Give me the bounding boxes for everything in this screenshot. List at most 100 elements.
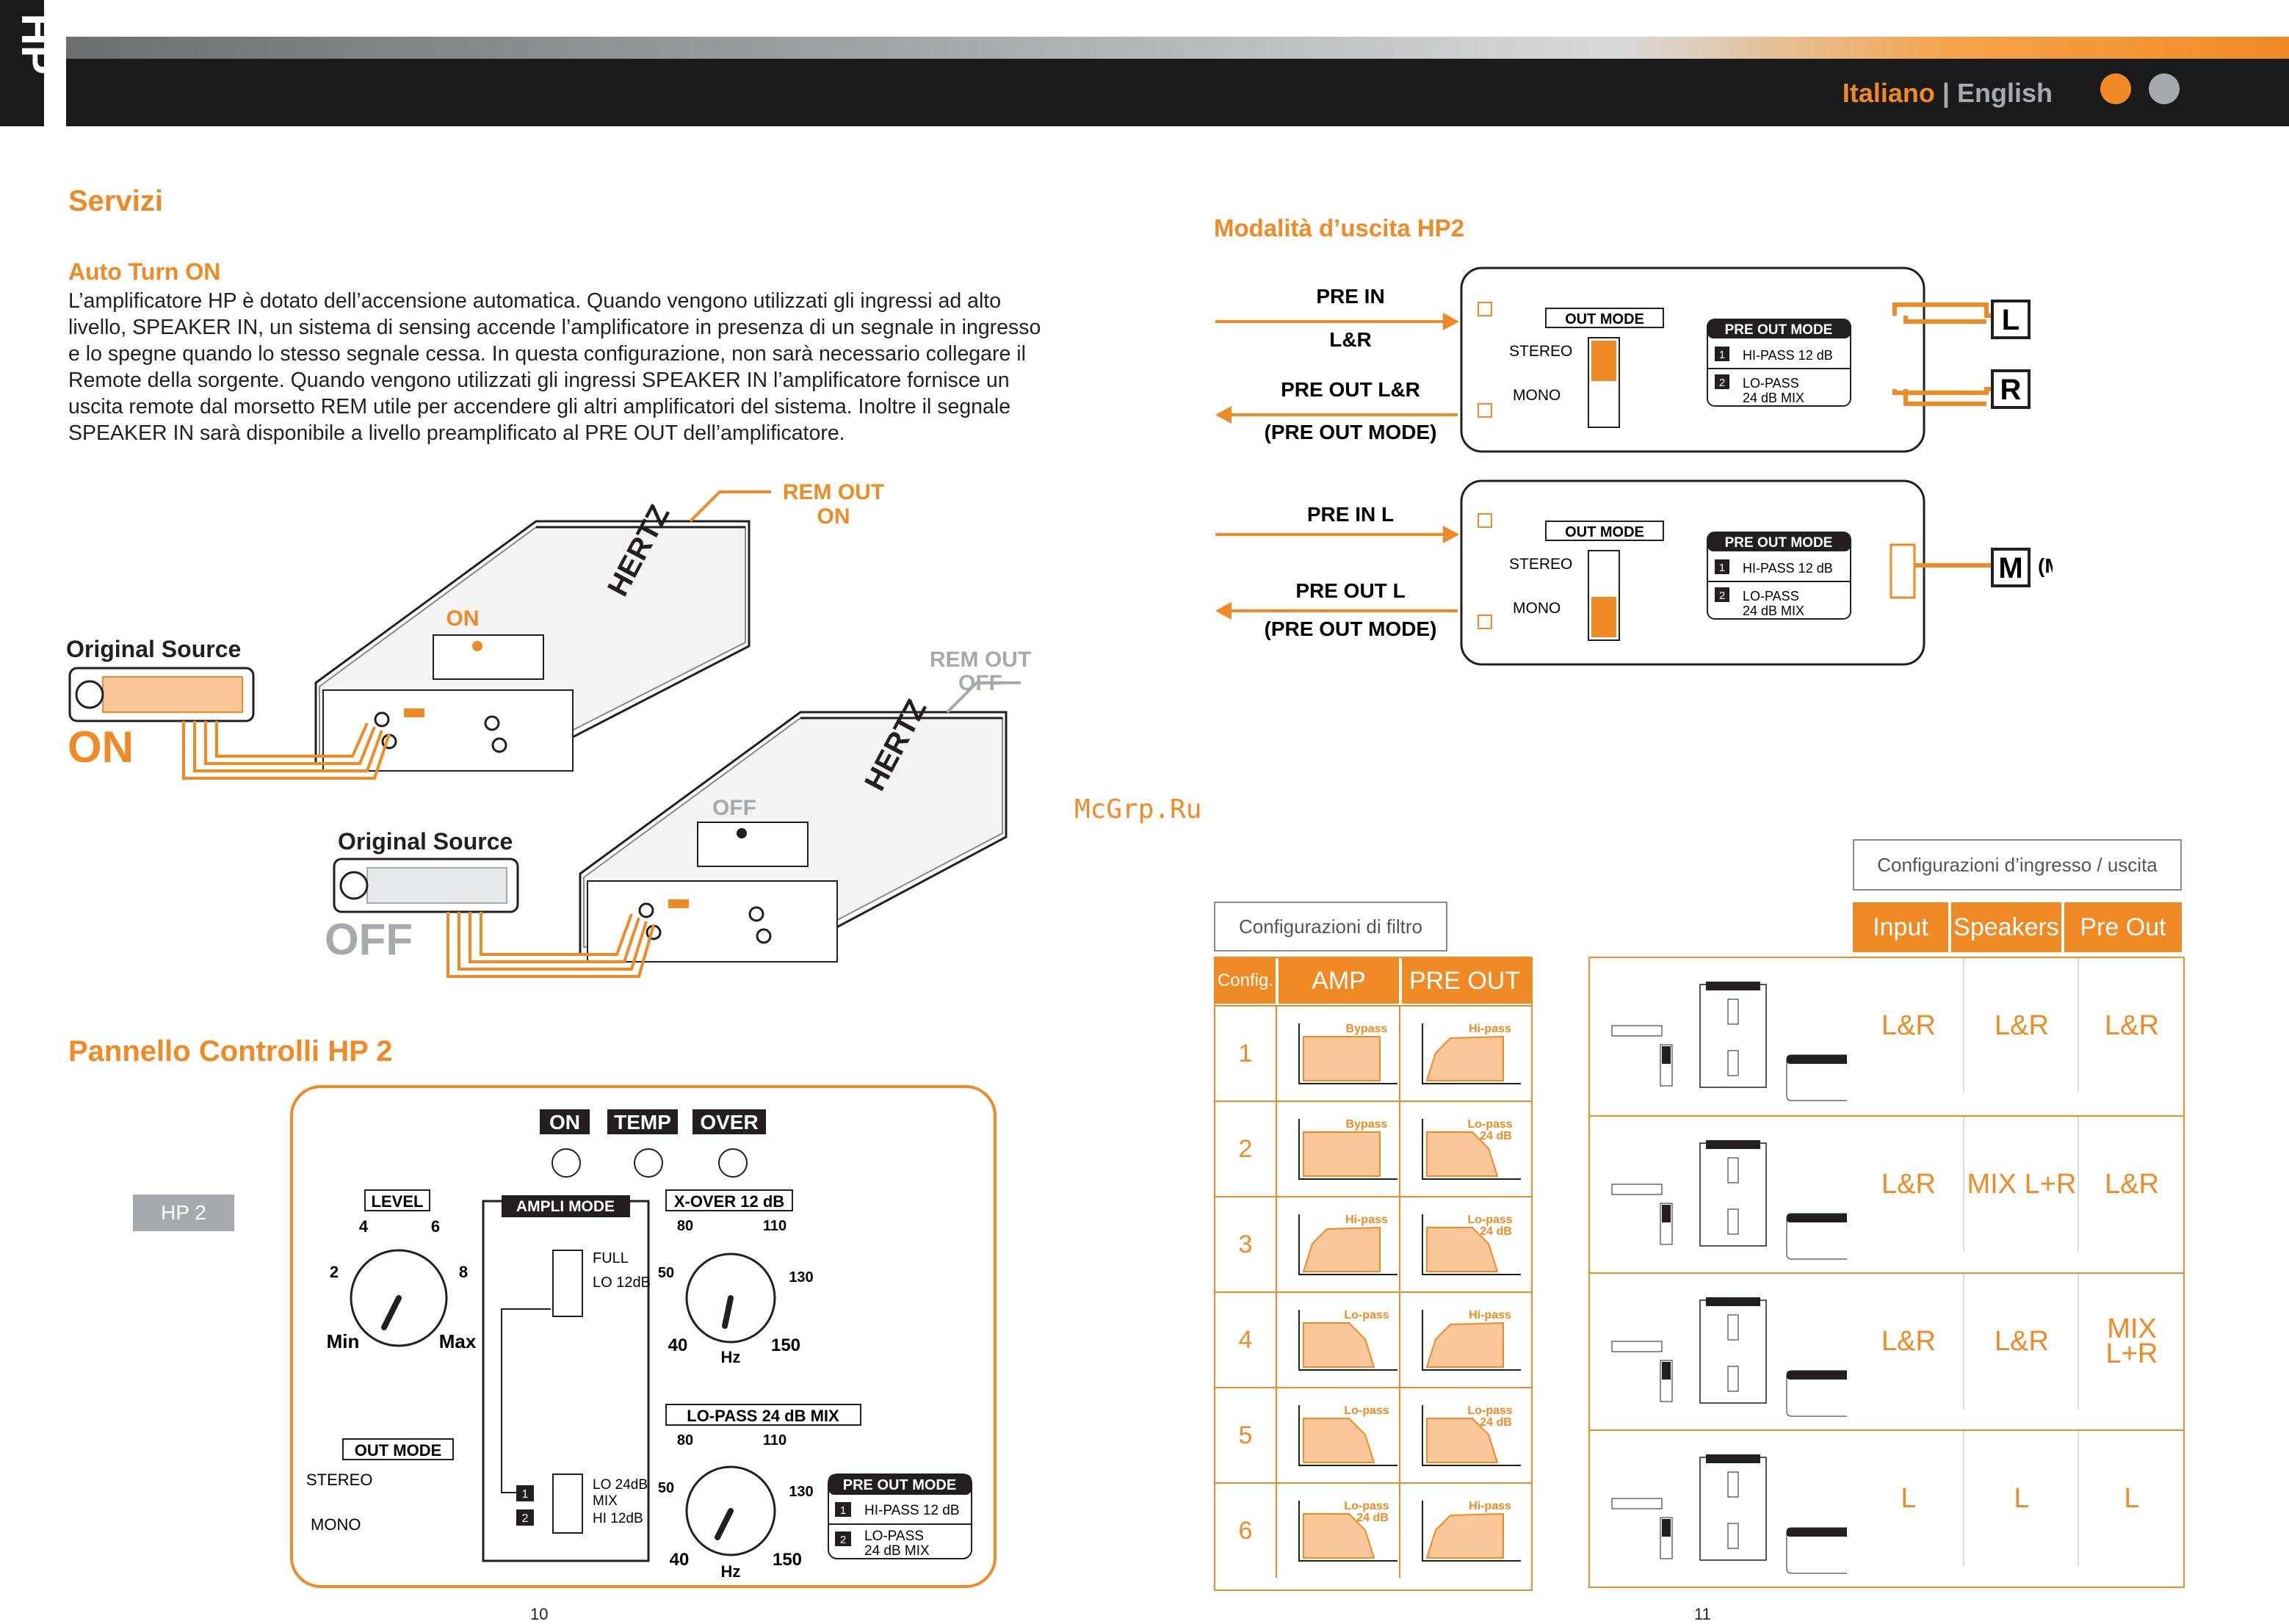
lang-dot-inactive-icon[interactable]	[2149, 73, 2180, 104]
rem-on-leader	[689, 490, 771, 523]
rem-off-leader	[946, 681, 1021, 714]
svg-text:(Mono): (Mono)	[2038, 554, 2053, 577]
filter-type-label: Lo-pass	[1467, 1118, 1512, 1131]
svg-text:STEREO: STEREO	[1509, 343, 1572, 360]
filter-slope-label: 24 dB	[1480, 1416, 1512, 1429]
filter-type-label: Lo-pass	[1344, 1309, 1389, 1322]
svg-text:24 dB MIX: 24 dB MIX	[864, 1543, 930, 1559]
filter-type-label: Hi-pass	[1469, 1023, 1511, 1035]
svg-text:150: 150	[771, 1335, 800, 1355]
output-mode-diagrams: PRE IN L&R PRE OUT L&R (PRE OUT MODE) OU…	[1215, 267, 2053, 666]
svg-text:PRE OUT MODE: PRE OUT MODE	[1725, 535, 1833, 551]
filter-type-label: Hi-pass	[1469, 1500, 1511, 1512]
lo-pass-response-icon: Lo-pass	[1298, 1404, 1397, 1466]
svg-text:1: 1	[1719, 562, 1725, 574]
lang-english[interactable]: English	[1956, 78, 2053, 108]
io-config-label: Configurazioni d’ingresso / uscita	[1853, 839, 2182, 891]
svg-text:110: 110	[763, 1432, 786, 1449]
svg-text:4: 4	[359, 1217, 369, 1236]
hp2-badge: HP 2	[133, 1195, 234, 1231]
svg-text:X-OVER 12 dB: X-OVER 12 dB	[674, 1192, 784, 1211]
io-hdr-speakers: Speakers	[1951, 902, 2061, 952]
filter-row-number: 1	[1215, 1007, 1277, 1101]
filter-hdr-preout: PRE OUT	[1402, 958, 1531, 1004]
svg-text:130: 130	[789, 1269, 813, 1286]
svg-text:HI-PASS 12 dB: HI-PASS 12 dB	[1743, 561, 1833, 576]
svg-text:LO 24dB: LO 24dB	[593, 1477, 648, 1493]
auto-turn-on-text: L’amplificatore HP è dotato dell’accensi…	[68, 289, 1041, 445]
source-2-label: Original Source	[338, 828, 513, 855]
svg-text:2: 2	[840, 1534, 846, 1546]
svg-text:MIX: MIX	[593, 1493, 618, 1509]
pre-out-mode-switch: PRE OUT MODE 1 HI-PASS 12 dB 2 LO-PASS 2…	[828, 1473, 972, 1559]
column-divider	[1399, 1102, 1400, 1196]
svg-text:1: 1	[1719, 349, 1725, 361]
svg-text:R: R	[2000, 374, 2022, 406]
bypass-response-icon: Bypass	[1298, 1118, 1397, 1180]
svg-text:2: 2	[522, 1512, 529, 1525]
svg-text:HI-PASS 12 dB: HI-PASS 12 dB	[1743, 348, 1833, 363]
svg-text:OVER: OVER	[700, 1111, 758, 1134]
svg-text:HI 12dB: HI 12dB	[593, 1511, 643, 1526]
source-2-state: OFF	[325, 915, 413, 964]
rem-on-label-2: ON	[817, 504, 850, 529]
lang-italiano[interactable]: Italiano	[1842, 78, 1935, 108]
filter-hdr-config: Config.	[1215, 958, 1276, 1004]
svg-text:LO-PASS 24 dB MIX: LO-PASS 24 dB MIX	[687, 1407, 839, 1425]
svg-text:(PRE OUT MODE): (PRE OUT MODE)	[1265, 421, 1437, 443]
mini-control-panel-icon	[1611, 1454, 1847, 1574]
lopass-knob: LO-PASS 24 dB MIX 80 110 50 130 40 150 H…	[658, 1404, 861, 1581]
svg-text:PRE OUT L: PRE OUT L	[1295, 579, 1405, 602]
filter-type-label: Lo-pass	[1467, 1404, 1512, 1417]
panel-title: Pannello Controlli HP 2	[68, 1035, 393, 1067]
io-cell-preout: MIX L+R	[2105, 1313, 2158, 1369]
svg-text:L&R: L&R	[1329, 328, 1372, 351]
language-switch[interactable]: Italiano | English	[1843, 78, 2053, 109]
io-cell-input: L&R	[1854, 958, 1964, 1093]
hp-logo-icon: HP	[12, 13, 62, 74]
svg-text:PRE OUT MODE: PRE OUT MODE	[1725, 322, 1833, 338]
level-knob: LEVEL 2 4 6 8 Min Max	[327, 1189, 477, 1352]
hi-pass-response-icon: Hi-pass	[1422, 1023, 1521, 1084]
filter-slope-label: 24 dB	[1480, 1225, 1512, 1238]
filter-config-label: Configurazioni di filtro	[1214, 902, 1447, 951]
filter-slope-label: 24 dB	[1480, 1130, 1512, 1142]
output-diagram-stereo: PRE IN L&R PRE OUT L&R (PRE OUT MODE) OU…	[1215, 267, 2031, 453]
svg-text:150: 150	[773, 1550, 802, 1570]
filter-type-label: Bypass	[1346, 1023, 1388, 1035]
lang-dot-active-icon[interactable]	[2100, 73, 2131, 104]
svg-text:130: 130	[789, 1484, 813, 1500]
filter-hdr-amp: AMP	[1279, 958, 1399, 1004]
filter-type-label: Hi-pass	[1345, 1214, 1388, 1226]
svg-text:PRE IN L: PRE IN L	[1307, 503, 1394, 526]
svg-text:1: 1	[522, 1488, 529, 1501]
filter-row-number: 3	[1215, 1197, 1277, 1291]
svg-text:8: 8	[459, 1263, 468, 1281]
page-number-right: 11	[1694, 1605, 1711, 1623]
svg-text:(PRE OUT MODE): (PRE OUT MODE)	[1265, 617, 1437, 640]
svg-text:M: M	[1998, 552, 2022, 584]
hi-pass-response-icon: Hi-pass	[1298, 1214, 1397, 1275]
header-gradient-strip	[66, 37, 2289, 59]
svg-text:Hz: Hz	[721, 1348, 741, 1366]
led-temp-icon	[634, 1148, 663, 1178]
svg-text:1: 1	[840, 1504, 846, 1517]
column-divider	[1399, 1388, 1400, 1482]
svg-text:80: 80	[677, 1432, 693, 1449]
io-cell-preout: L&R	[2105, 1169, 2159, 1200]
svg-text:AMPLI MODE: AMPLI MODE	[516, 1198, 615, 1215]
svg-text:LEVEL: LEVEL	[372, 1192, 424, 1211]
svg-text:Hz: Hz	[721, 1562, 741, 1581]
filter-type-label: Hi-pass	[1469, 1309, 1511, 1322]
watermark: McGrp.Ru	[1074, 794, 1202, 824]
svg-text:FULL: FULL	[593, 1250, 629, 1266]
filter-type-label: Lo-pass	[1467, 1214, 1512, 1226]
